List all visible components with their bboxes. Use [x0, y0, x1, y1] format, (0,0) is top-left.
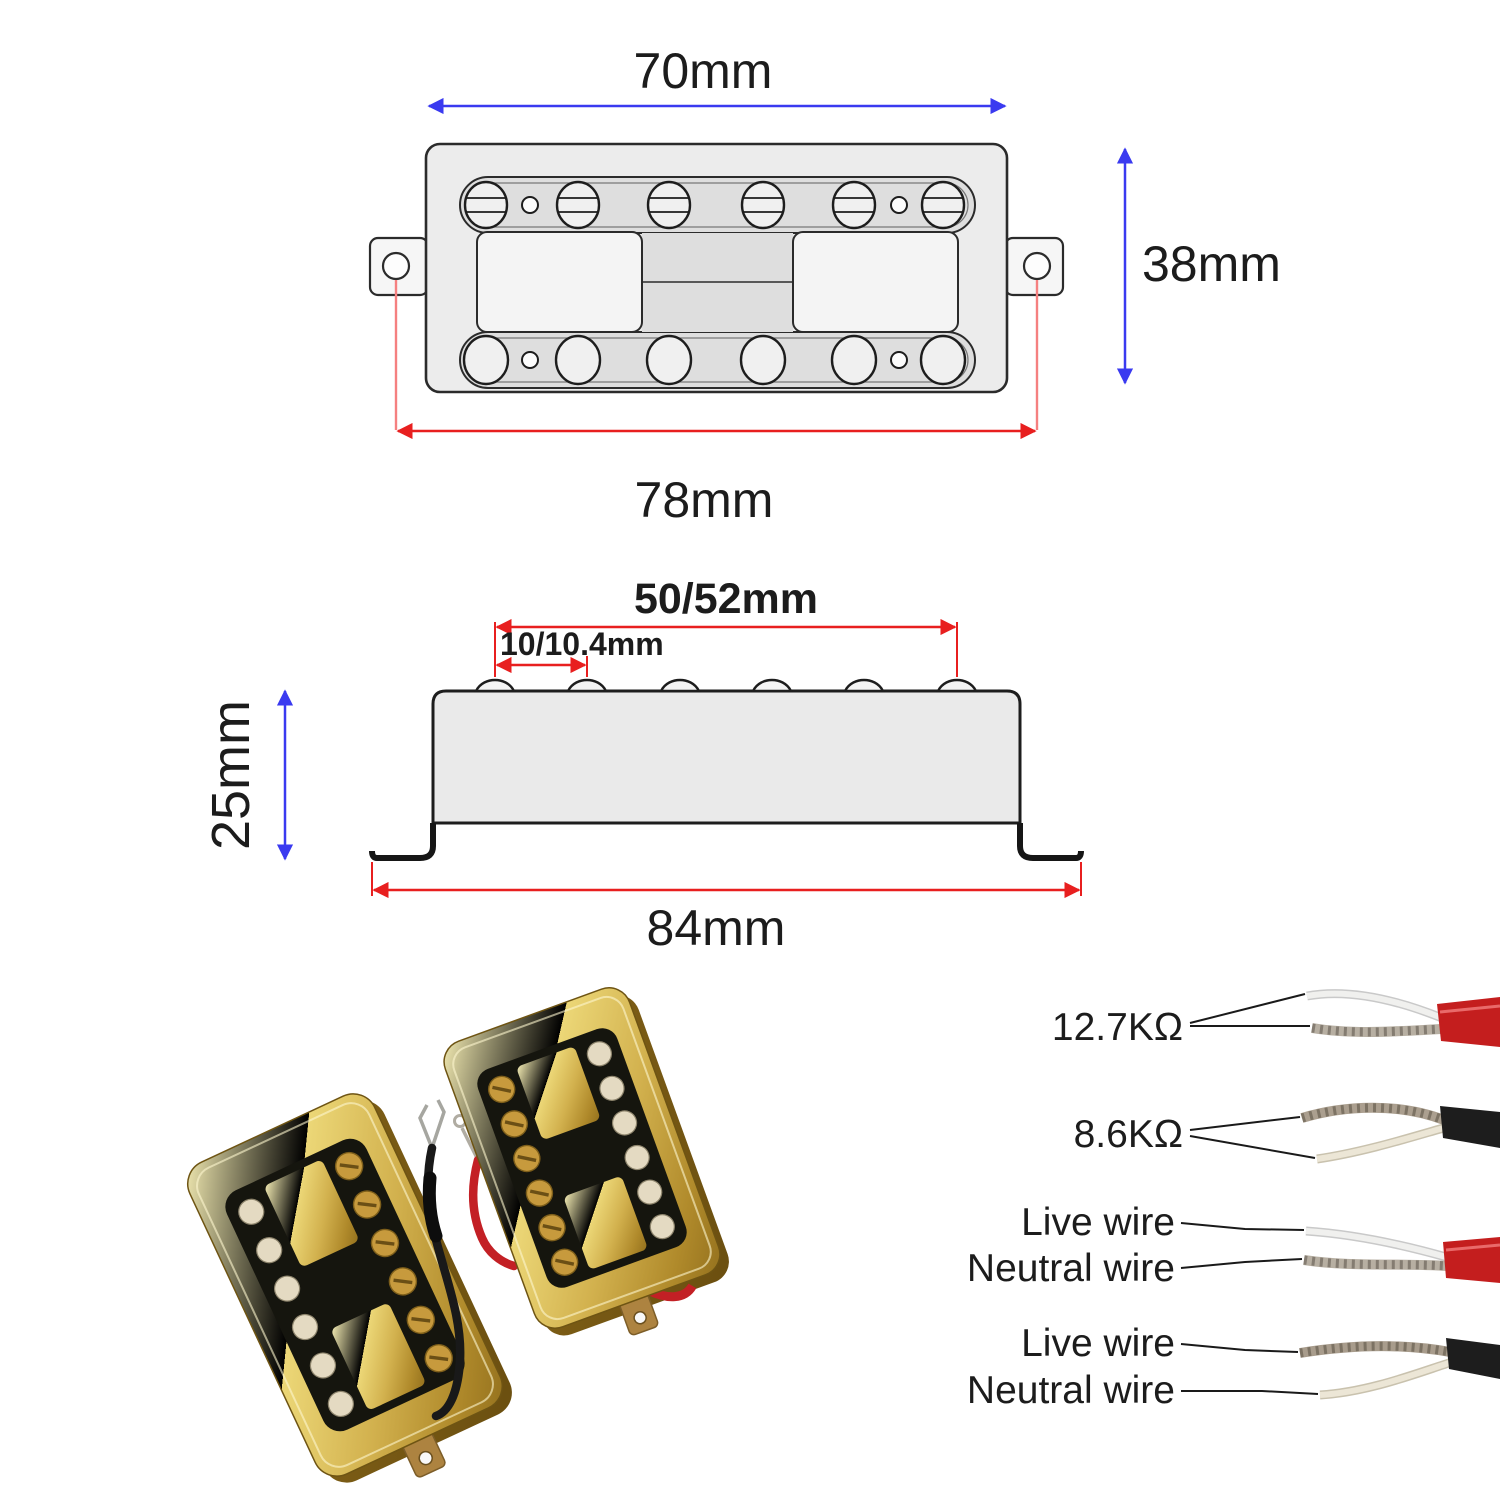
dim-70mm-label: 70mm	[634, 43, 773, 99]
mount-hole-left	[381, 251, 411, 281]
plate-window-bottom	[332, 1304, 425, 1409]
black-cable-sheath	[1446, 1338, 1500, 1379]
mount-hole-right	[1022, 251, 1052, 281]
wire-label-live-1: Live wire	[1021, 1201, 1175, 1244]
wiring-annotations: 12.7KΩ 8.6KΩ Live wire Neutral wire	[967, 989, 1500, 1412]
leader-line	[1180, 1258, 1303, 1269]
dim-5052-label: 50/52mm	[634, 575, 818, 623]
dim-38mm-label: 38mm	[1142, 236, 1281, 292]
slug-poles-row	[462, 334, 967, 386]
wire-label-live-2: Live wire	[1021, 1322, 1175, 1365]
product-photo	[187, 987, 729, 1483]
adjust-hole	[521, 351, 539, 369]
base-leg-left	[369, 823, 436, 861]
wire-label-neutral-1: Neutral wire	[967, 1247, 1175, 1290]
red-cable-sheath	[1443, 1237, 1500, 1283]
adjust-hole	[890, 351, 908, 369]
slug-poles	[586, 1041, 675, 1240]
screw-poles	[334, 1151, 453, 1373]
resistance-label-bridge: 12.7KΩ	[1052, 1006, 1183, 1049]
heat-shrink	[422, 1171, 443, 1243]
cable-photo-3	[1303, 1226, 1500, 1283]
slug-poles	[238, 1198, 354, 1417]
dim-25mm-label: 25mm	[201, 700, 261, 850]
mounting-ear-left	[368, 236, 430, 297]
mounting-ear-right	[1003, 236, 1065, 297]
red-cable-sheath	[1437, 997, 1500, 1047]
red-wire	[468, 1155, 519, 1271]
coil-window-right	[792, 231, 959, 333]
adjust-hole	[521, 196, 539, 214]
leader-line	[1181, 1390, 1319, 1395]
base-leg-right	[1017, 823, 1084, 861]
pickup-photo-right	[443, 987, 729, 1336]
side-view-drawing: 50/52mm 10/10.4mm 25mm 84mm	[201, 575, 1084, 956]
top-view-drawing: 70mm	[368, 43, 1281, 528]
plate-window-bottom	[564, 1177, 647, 1269]
leader-line	[1180, 1343, 1299, 1353]
leader-lines	[1189, 1116, 1316, 1159]
side-body	[431, 689, 1022, 825]
dim-1010-label: 10/10.4mm	[500, 626, 664, 662]
black-cable-sheath	[1440, 1106, 1500, 1148]
pole-bumps	[474, 678, 978, 693]
screw-poles	[487, 1075, 579, 1276]
cable-photo-2	[1300, 1102, 1500, 1164]
coil-window-left	[476, 231, 643, 333]
wire-label-neutral-2: Neutral wire	[967, 1369, 1175, 1412]
pickup-wires	[418, 1099, 519, 1421]
pickup-photo-left	[187, 1093, 512, 1483]
screw-poles-row	[463, 180, 966, 230]
leader-lines	[1189, 993, 1310, 1027]
leader-line	[1180, 1222, 1305, 1231]
dim-78mm-label: 78mm	[635, 472, 774, 528]
adjust-hole	[890, 196, 908, 214]
silver-lead-fork	[418, 1099, 446, 1149]
plate-window-top	[265, 1161, 358, 1266]
dim-84mm-label: 84mm	[647, 900, 786, 956]
dim-pole-span: 50/52mm 10/10.4mm	[494, 575, 958, 677]
plate-window-top	[517, 1047, 600, 1139]
cable-photo-4	[1299, 1338, 1500, 1400]
cable-photo-1	[1306, 989, 1500, 1047]
resistance-label-neck: 8.6KΩ	[1074, 1113, 1183, 1156]
